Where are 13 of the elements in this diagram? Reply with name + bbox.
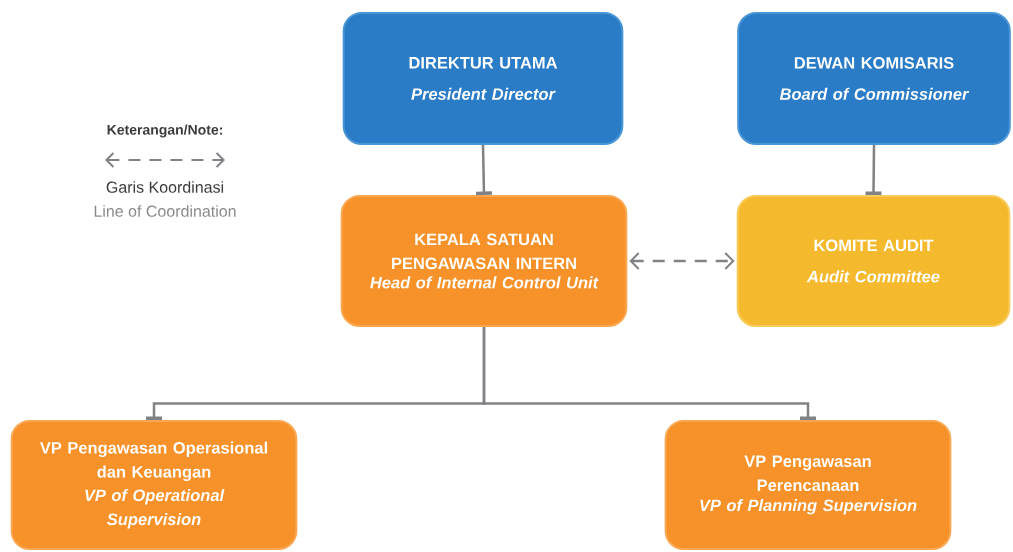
- org-box: VP Pengawasan Operasional dan Keuangan VP of Operational Supervision: [10, 420, 298, 550]
- connector: [475, 144, 492, 196]
- org-box: KOMITE AUDIT Audit Committee: [736, 195, 1011, 327]
- org-box: VP Pengawasan Perencanaan VP of Planning Supervision: [664, 420, 952, 550]
- legend-text: Line of Coordination: [94, 205, 236, 217]
- org-box: KEPALA SATUAN PENGAWASAN INTERN Head of Internal Control Unit: [340, 195, 628, 327]
- legend-heading: Keterangan/Note:: [107, 124, 222, 138]
- legend-text: Garis Koordinasi: [106, 181, 224, 193]
- connector: [482, 327, 816, 420]
- connector: [629, 252, 735, 270]
- org-box: DEWAN KOMISARIS Board of Commissioner: [737, 12, 1011, 145]
- org-box: DIREKTUR UTAMA President Director: [342, 12, 624, 145]
- connector: [865, 145, 882, 196]
